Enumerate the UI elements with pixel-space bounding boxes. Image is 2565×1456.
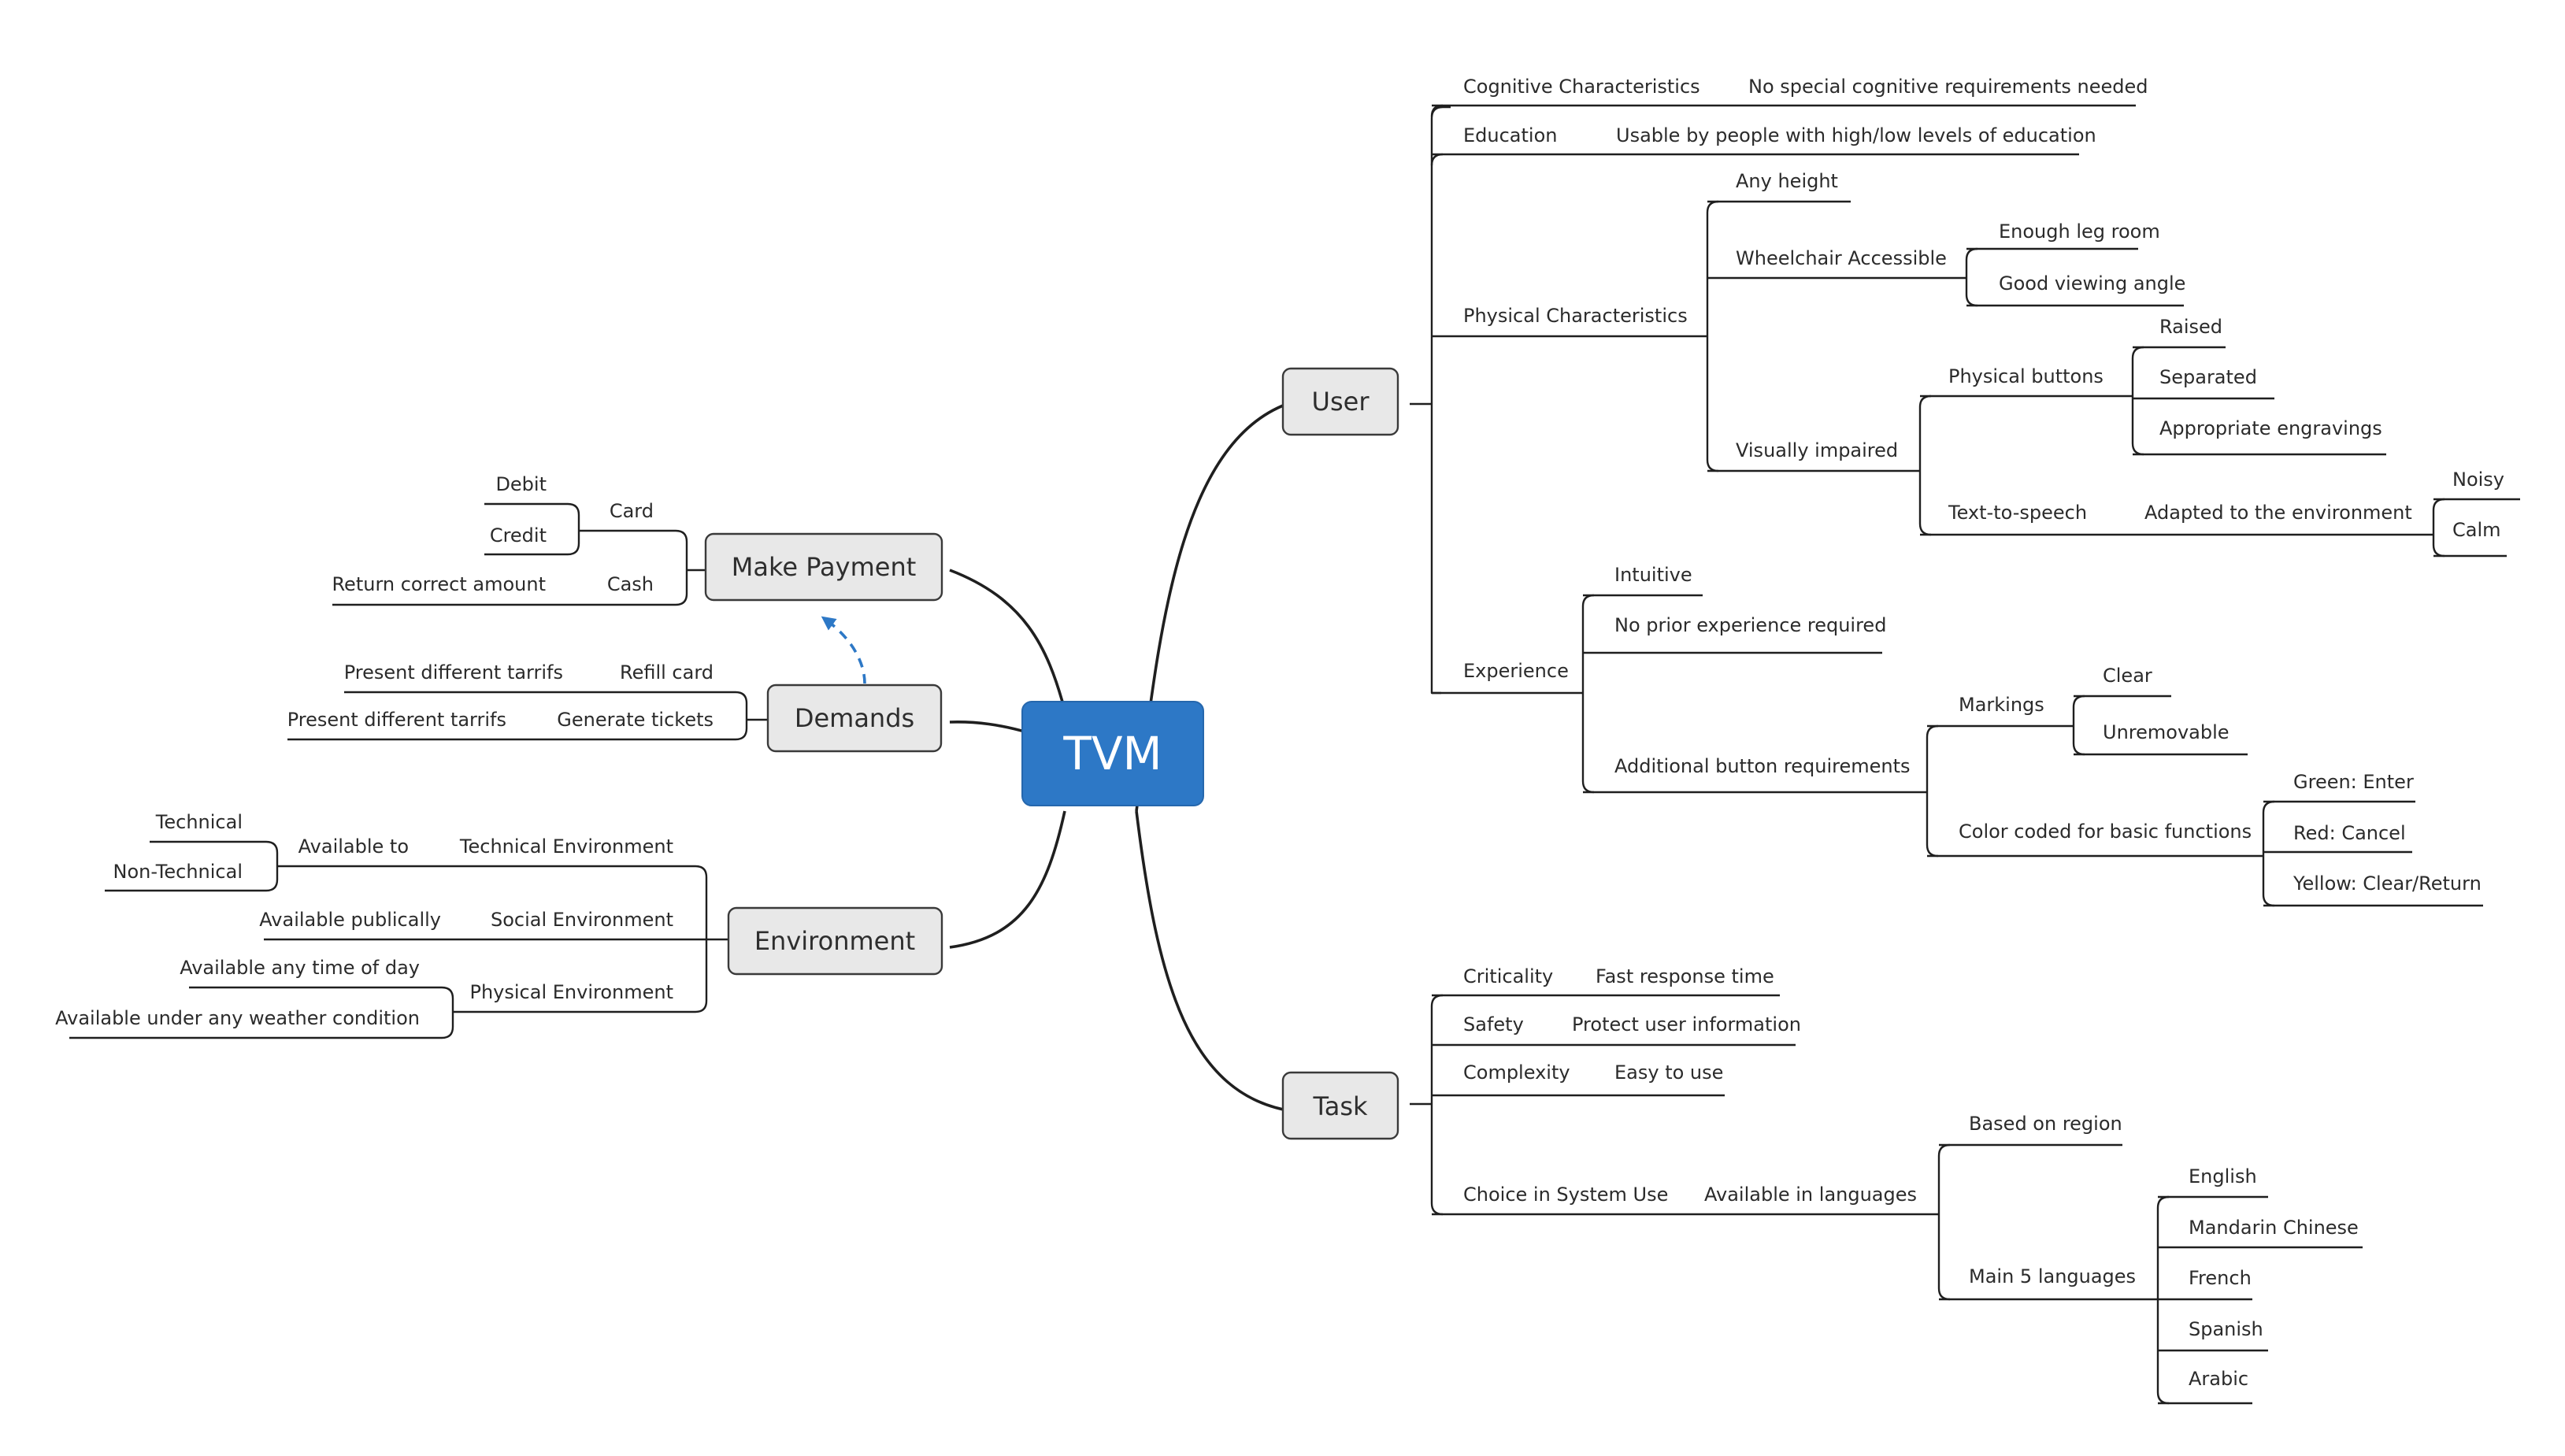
- cognitive-characteristics-label: Cognitive Characteristics: [1463, 76, 1700, 98]
- adapted-environment-label: Adapted to the environment: [2144, 502, 2412, 524]
- available-languages-label: Available in languages: [1704, 1184, 1917, 1206]
- markings-label: Markings: [1959, 694, 2044, 716]
- social-environment-label: Social Environment: [491, 909, 673, 931]
- education-label: Education: [1463, 124, 1557, 146]
- calm-label: Calm: [2452, 519, 2501, 541]
- physical-buttons-label: Physical buttons: [1948, 365, 2104, 387]
- branch-demands-connector: [949, 721, 1031, 735]
- raised-label: Raised: [2159, 316, 2222, 338]
- available-publically-label: Available publically: [259, 909, 441, 931]
- education-detail-label: Usable by people with high/low levels of…: [1616, 124, 2096, 146]
- no-prior-experience-label: No prior experience required: [1614, 614, 1886, 636]
- arabic-label: Arabic: [2189, 1368, 2248, 1390]
- svg-text:Environment: Environment: [754, 926, 915, 956]
- generate-detail-label: Present different tarrifs: [287, 709, 506, 731]
- topic-demands[interactable]: Demands: [766, 684, 943, 753]
- viewing-angle-label: Good viewing angle: [1999, 272, 2185, 295]
- cash-label: Cash: [607, 573, 654, 595]
- svg-text:Demands: Demands: [795, 703, 914, 733]
- relationship-arrow: [821, 616, 866, 684]
- user-subtree: Cognitive Characteristics No special cog…: [1410, 76, 2520, 907]
- visually-impaired-label: Visually impaired: [1736, 439, 1898, 461]
- return-amount-label: Return correct amount: [332, 573, 546, 595]
- central-topic-tvm[interactable]: TVM: [1021, 701, 1204, 806]
- leg-room-label: Enough leg room: [1999, 220, 2160, 243]
- spanish-label: Spanish: [2189, 1318, 2263, 1340]
- any-time-label: Available any time of day: [180, 957, 420, 979]
- safety-detail-label: Protect user information: [1572, 1013, 1801, 1036]
- physical-characteristics-label: Physical Characteristics: [1463, 305, 1688, 327]
- complexity-label: Complexity: [1463, 1061, 1570, 1084]
- yellow-clear-return-label: Yellow: Clear/Return: [2293, 872, 2482, 895]
- clear-label: Clear: [2103, 665, 2152, 687]
- svg-text:Task: Task: [1312, 1091, 1368, 1121]
- environment-subtree: Technical Environment Available to Socia…: [55, 811, 728, 1039]
- task-subtree: Criticality Fast response time Safety Pr…: [1410, 965, 2363, 1405]
- green-enter-label: Green: Enter: [2293, 771, 2414, 793]
- french-label: French: [2189, 1267, 2252, 1289]
- experience-label: Experience: [1463, 660, 1569, 682]
- card-label: Card: [610, 500, 654, 522]
- intuitive-label: Intuitive: [1614, 564, 1692, 586]
- any-weather-label: Available under any weather condition: [55, 1007, 420, 1029]
- technical-environment-label: Technical Environment: [459, 835, 673, 858]
- engravings-label: Appropriate engravings: [2159, 417, 2382, 439]
- credit-label: Credit: [490, 524, 547, 546]
- criticality-detail-label: Fast response time: [1596, 965, 1774, 987]
- svg-text:User: User: [1312, 387, 1370, 417]
- safety-label: Safety: [1463, 1013, 1524, 1036]
- text-to-speech-label: Text-to-speech: [1948, 502, 2087, 524]
- non-technical-label: Non-Technical: [113, 861, 243, 883]
- wheelchair-label: Wheelchair Accessible: [1736, 247, 1947, 269]
- color-coded-label: Color coded for basic functions: [1959, 821, 2252, 843]
- noisy-label: Noisy: [2452, 469, 2504, 491]
- demands-subtree: Refill card Present different tarrifs Ge…: [287, 661, 768, 741]
- svg-text:Make Payment: Make Payment: [732, 552, 917, 582]
- separated-label: Separated: [2159, 366, 2257, 388]
- main-5-languages-label: Main 5 languages: [1969, 1265, 2136, 1287]
- payment-subtree: Card Cash Return correct amount Debit Cr…: [332, 473, 706, 606]
- topic-environment[interactable]: Environment: [727, 906, 943, 976]
- refill-card-label: Refill card: [620, 661, 714, 684]
- svg-text:TVM: TVM: [1062, 727, 1162, 780]
- branch-payment-connector: [949, 569, 1066, 711]
- available-to-label: Available to: [298, 835, 409, 858]
- based-on-region-label: Based on region: [1969, 1113, 2122, 1135]
- debit-label: Debit: [495, 473, 547, 495]
- red-cancel-label: Red: Cancel: [2293, 822, 2406, 844]
- choice-system-use-label: Choice in System Use: [1463, 1184, 1668, 1206]
- complexity-detail-label: Easy to use: [1614, 1061, 1723, 1084]
- additional-button-label: Additional button requirements: [1614, 755, 1911, 777]
- branch-task-connector: [1135, 810, 1292, 1113]
- refill-detail-label: Present different tarrifs: [344, 661, 563, 684]
- cognitive-detail-label: No special cognitive requirements needed: [1748, 76, 2148, 98]
- any-height-label: Any height: [1736, 170, 1838, 192]
- physical-environment-label: Physical Environment: [469, 981, 673, 1003]
- technical-label: Technical: [155, 811, 243, 833]
- topic-user[interactable]: User: [1281, 367, 1399, 436]
- topic-task[interactable]: Task: [1281, 1071, 1399, 1140]
- criticality-label: Criticality: [1463, 965, 1553, 987]
- generate-tickets-label: Generate tickets: [557, 709, 714, 731]
- unremovable-label: Unremovable: [2103, 721, 2230, 743]
- mandarin-label: Mandarin Chinese: [2189, 1217, 2359, 1239]
- branch-environment-connector: [949, 810, 1066, 949]
- english-label: English: [2189, 1165, 2257, 1187]
- topic-make-payment[interactable]: Make Payment: [704, 532, 943, 602]
